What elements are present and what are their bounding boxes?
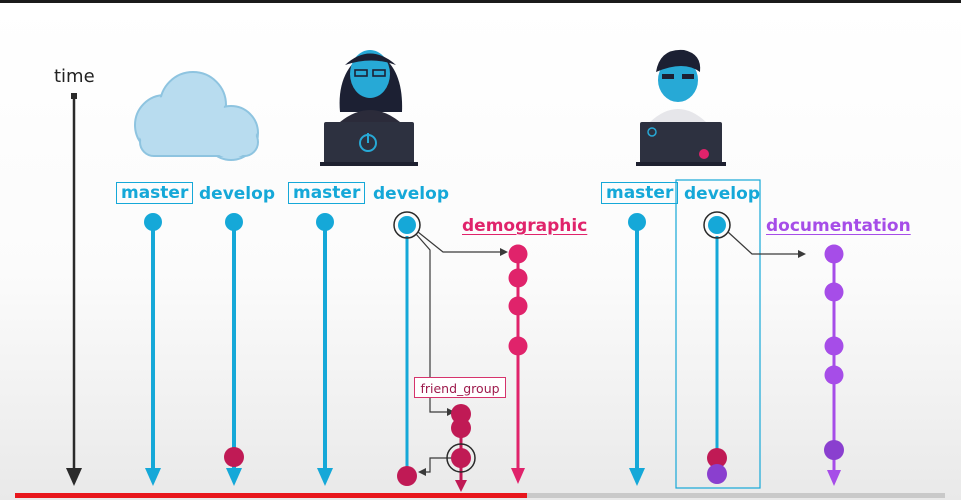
time-axis-label: time [54, 66, 95, 87]
laptop-2-icon [636, 122, 726, 166]
connector-merge-back [418, 457, 452, 476]
branch-demographic [508, 244, 528, 484]
developer-man-avatar [650, 49, 706, 122]
branch-cloud-master [144, 213, 162, 486]
label-dev2-develop: develop [684, 184, 760, 204]
cloud-icon [134, 71, 259, 161]
label-demographic: demographic [462, 216, 588, 236]
time-axis [66, 93, 82, 486]
connector-to-demographic [417, 231, 508, 256]
branch-friend-group [446, 404, 476, 492]
video-top-bar [0, 0, 961, 3]
label-dev2-master: master [601, 182, 679, 204]
connector-to-friend-group [415, 233, 455, 416]
branch-dev2-master [628, 213, 646, 486]
label-documentation: documentation [766, 216, 911, 236]
branch-cloud-develop [224, 213, 244, 486]
branch-documentation [824, 244, 844, 486]
branch-dev1-develop [393, 211, 421, 486]
video-progress-bar[interactable] [15, 493, 945, 498]
developer-woman-avatar [339, 50, 403, 122]
laptop-1-icon [320, 122, 418, 166]
develop-highlight-box [675, 179, 761, 489]
video-progress-fill [15, 493, 527, 498]
label-cloud-master: master [116, 182, 194, 204]
connector-to-documentation [727, 231, 806, 258]
label-cloud-develop: develop [199, 184, 275, 204]
branch-dev2-develop [703, 211, 731, 484]
branch-dev1-master [316, 213, 334, 486]
label-dev1-master: master [288, 182, 366, 204]
label-friend-group: friend_group [414, 377, 506, 398]
label-dev1-develop: develop [373, 184, 449, 204]
